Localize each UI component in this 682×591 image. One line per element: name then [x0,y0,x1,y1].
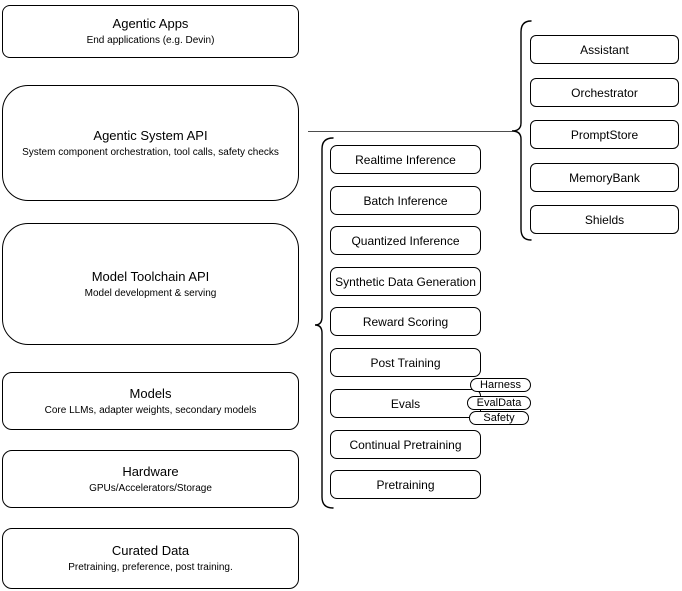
node-agentic-apps: Agentic Apps End applications (e.g. Devi… [2,5,299,58]
node-model-toolchain-api: Model Toolchain API Model development & … [2,223,299,345]
node-label: Shields [584,212,625,227]
node-label: Assistant [580,42,629,57]
node-subtitle: Core LLMs, adapter weights, secondary mo… [44,404,257,416]
node-subtitle: Model development & serving [84,287,217,299]
node-label: Batch Inference [363,193,448,208]
node-orchestrator: Orchestrator [530,78,679,107]
tag-safety: Safety [469,411,529,425]
tag-label: EvalData [476,397,522,409]
node-memorybank: MemoryBank [530,163,679,192]
tag-evaldata: EvalData [467,396,531,410]
tag-harness: Harness [470,378,531,392]
node-agentic-system-api: Agentic System API System component orch… [2,85,299,201]
system-api-connector-line [308,131,512,132]
node-subtitle: Pretraining, preference, post training. [68,562,233,573]
node-batch-inference: Batch Inference [330,186,481,215]
node-title: Hardware [122,463,179,479]
node-curated-data: Curated Data Pretraining, preference, po… [2,528,299,589]
node-continual-pretraining: Continual Pretraining [330,430,481,459]
node-pretraining: Pretraining [330,470,481,499]
node-subtitle: System component orchestration, tool cal… [22,146,279,158]
node-synthetic-data-generation: Synthetic Data Generation [330,267,481,296]
node-assistant: Assistant [530,35,679,64]
node-realtime-inference: Realtime Inference [330,145,481,174]
node-label: Orchestrator [571,85,638,100]
node-title: Curated Data [111,543,190,558]
node-evals: Evals [330,389,481,418]
tag-label: Safety [483,412,515,424]
node-quantized-inference: Quantized Inference [330,226,481,255]
node-promptstore: PromptStore [530,120,679,149]
node-title: Agentic Apps [112,16,189,31]
node-title: Model Toolchain API [91,268,210,284]
node-hardware: Hardware GPUs/Accelerators/Storage [2,450,299,508]
node-label: Realtime Inference [355,152,456,167]
node-shields: Shields [530,205,679,234]
node-subtitle: GPUs/Accelerators/Storage [89,482,212,494]
node-label: Continual Pretraining [349,437,462,452]
node-label: Reward Scoring [362,314,449,329]
node-label: Post Training [370,355,441,370]
tag-label: Harness [480,379,521,391]
node-title: Agentic System API [93,127,208,143]
node-label: Quantized Inference [351,233,460,248]
node-label: PromptStore [570,127,639,142]
node-title: Models [129,385,172,401]
node-models: Models Core LLMs, adapter weights, secon… [2,372,299,430]
node-label: Synthetic Data Generation [335,274,476,289]
system-group-brace [511,20,532,241]
node-label: MemoryBank [569,170,640,185]
node-subtitle: End applications (e.g. Devin) [86,35,215,46]
node-label: Pretraining [376,477,435,492]
node-reward-scoring: Reward Scoring [330,307,481,336]
node-post-training: Post Training [330,348,481,377]
toolchain-group-brace [314,137,334,509]
node-label: Evals [390,396,421,411]
